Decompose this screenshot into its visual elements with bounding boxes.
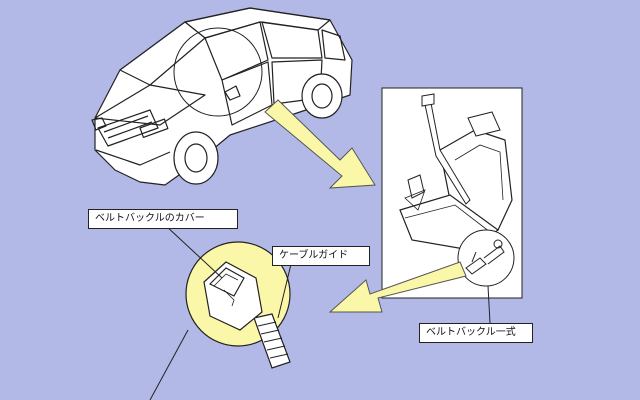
buckle-detail-drawing bbox=[203, 261, 291, 369]
buckle-assembly-label: ベルトバックル一式 bbox=[419, 323, 533, 343]
suv-drawing bbox=[91, 7, 353, 186]
arrow-seat-to-buckle bbox=[328, 261, 467, 313]
door-highlight-circle bbox=[173, 27, 263, 117]
arrow-car-to-seat bbox=[264, 99, 376, 189]
buckle-assembly-highlight bbox=[457, 229, 515, 287]
cable-guide-label: ケーブルガイド bbox=[272, 246, 370, 266]
buckle-cover-leader bbox=[164, 224, 223, 279]
buckle-cover-label: ベルトバックルのカバー bbox=[88, 209, 238, 229]
buckle-assembly-detail bbox=[465, 239, 505, 275]
cable-guide-leader bbox=[277, 259, 293, 319]
buckle-assembly-leader bbox=[487, 285, 491, 324]
bottom-leader bbox=[149, 329, 189, 400]
